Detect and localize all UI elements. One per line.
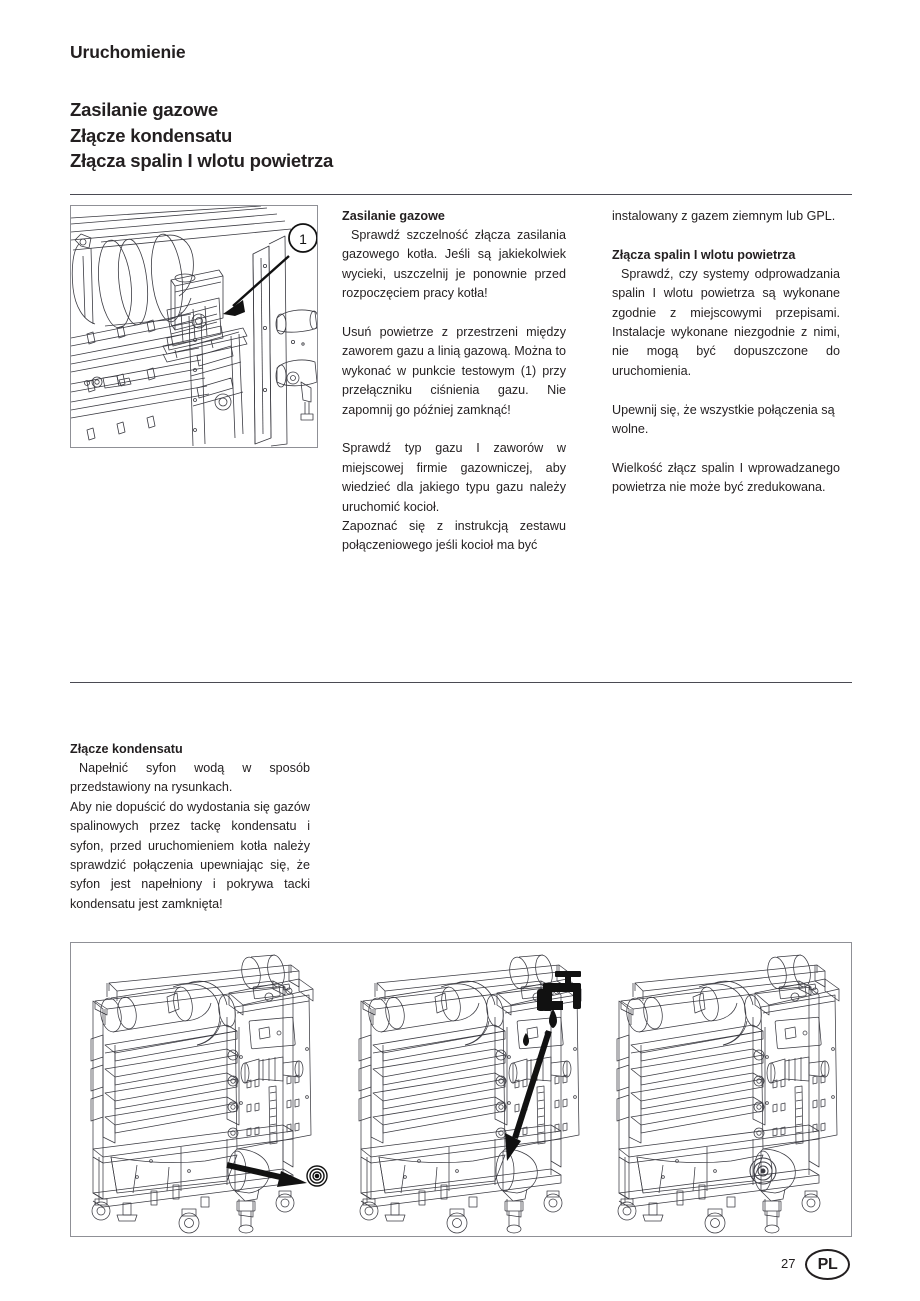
svg-text:1: 1	[299, 231, 307, 247]
badge-label: PL	[817, 1255, 838, 1273]
faucet-icon	[523, 971, 581, 1046]
figure-gas-valve-detail: 1	[70, 205, 318, 448]
diagram-panel-remove-siphon	[90, 953, 328, 1234]
paragraph-spacer	[342, 304, 566, 323]
paragraph-gas-supply-leaks: Sprawdź szczelność złącza zasilania gazo…	[342, 228, 566, 301]
section-heading-condensate-connection: Złącze kondensatu	[70, 742, 183, 756]
page-title-line-1: Zasilanie gazowe	[70, 99, 218, 120]
header-divider	[70, 194, 852, 195]
paragraph-connections-free: Upewnij się, że wszystkie połączenia są …	[612, 402, 835, 437]
diagram-panel-fill-with-water	[358, 953, 582, 1234]
badge-oval	[805, 1249, 850, 1280]
paragraph-continued-natural-gas: instalowany z gazem ziemnym lub GPL.	[612, 209, 836, 223]
paragraph-spacer	[612, 381, 840, 400]
paragraph-purge-air: Usuń powietrze z przestrzeni między zawo…	[342, 325, 567, 417]
page-number: 27	[781, 1256, 796, 1271]
section-divider	[70, 682, 852, 683]
page-title-line-2: Złącze kondensatu	[70, 124, 233, 146]
paragraph-spacer	[612, 439, 840, 458]
section-heading-gas-supply: Zasilanie gazowe	[342, 209, 445, 223]
language-badge: PL	[805, 1249, 850, 1280]
paragraph-fill-siphon: Napełnić syfon wodą w sposób przedstawio…	[70, 761, 310, 795]
text-column-condensate: Złącze kondensatu Napełnić syfon wodą w …	[70, 740, 310, 914]
section-heading-flue-air-connections: Złącza spalin I wlotu powietrza	[612, 247, 796, 262]
figure-condensate-siphon-sequence	[70, 942, 852, 1237]
page-title-line-3: Złącza spalin I wlotu powietrza	[70, 150, 334, 171]
paragraph-flue-regulations: Sprawdź, czy systemy odprowadzania spali…	[612, 266, 840, 378]
paragraph-spacer	[342, 420, 566, 439]
text-column-right: instalowany z gazem ziemnym lub GPL. Złą…	[612, 207, 840, 498]
paragraph-no-size-reduction: Wielkość złącz spalin I wprowadzanego po…	[612, 460, 840, 495]
text-column-left: Zasilanie gazowe Sprawdź szczelność złąc…	[342, 207, 566, 556]
siphon-part-icon	[306, 1165, 328, 1187]
callout-bubble-1: 1	[288, 223, 317, 253]
boiler-three-view-line-drawing	[90, 953, 840, 1234]
page-title: Zasilanie gazowe Złącze kondensatu Złącz…	[70, 97, 333, 174]
boiler-gas-valve-line-drawing: 1	[71, 206, 317, 447]
diagram-panel-refit-siphon	[616, 953, 840, 1234]
paragraph-spacer	[612, 226, 840, 245]
paragraph-prevent-flue-gas-escape: Aby nie dopuścić do wydostania się gazów…	[70, 799, 310, 911]
paragraph-connection-kit: Zapoznać się z instrukcją zestawu połącz…	[342, 519, 566, 553]
paragraph-check-gas-type: Sprawdź typ gazu I zaworów w miejscowej …	[342, 441, 566, 514]
callout-arrow	[232, 255, 290, 307]
chapter-title: Uruchomienie	[70, 42, 186, 62]
